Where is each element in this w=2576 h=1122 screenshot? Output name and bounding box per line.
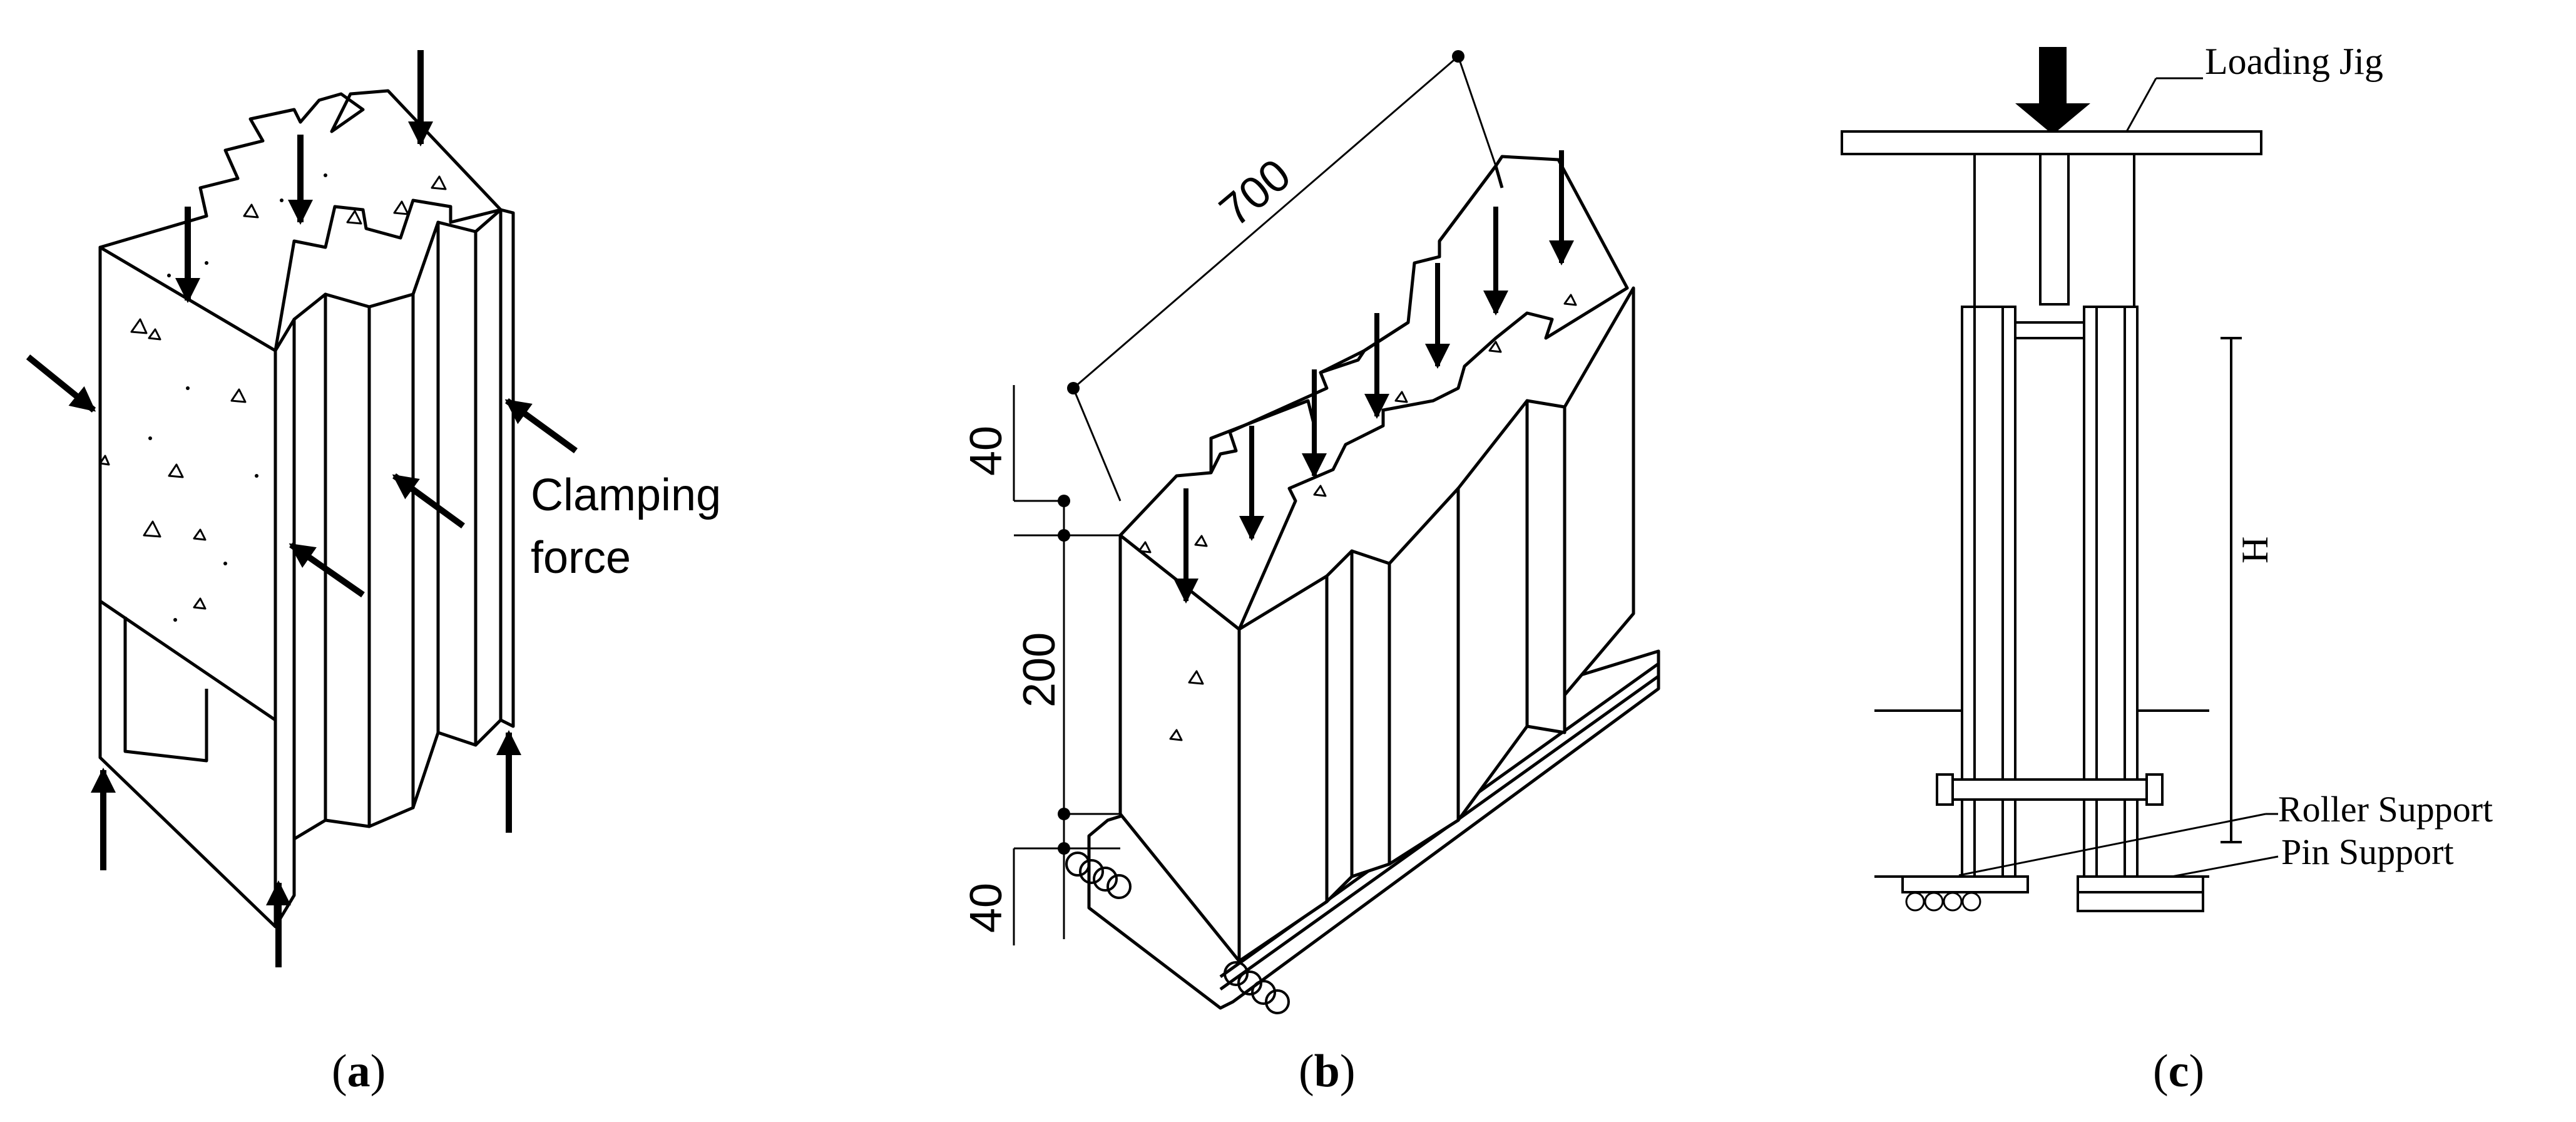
roller-support-plate	[1901, 875, 2029, 893]
dimension-bottom-label: 40	[961, 883, 1011, 933]
loading-jig-beam	[1841, 130, 2262, 155]
panel-b-test-specimen	[1013, 50, 1660, 1014]
roller-support-rollers	[1905, 892, 1981, 912]
dimension-height-label: 200	[1015, 632, 1065, 708]
caption-a: (a)	[332, 1046, 386, 1097]
caption-c: (c)	[2153, 1046, 2204, 1097]
clamping-force-label-line2: force	[531, 533, 631, 583]
pin-support-plate	[2077, 875, 2204, 893]
panel-b-top-surface	[1118, 155, 1629, 631]
roller-support-label: Roller Support	[2278, 789, 2493, 830]
panel-a-sheet-pile-column	[26, 50, 578, 967]
panel-a-front-face	[98, 245, 277, 929]
caption-b: (b)	[1299, 1046, 1355, 1097]
panel-c-test-rig	[1841, 47, 2279, 912]
panel-b-rollers	[1065, 852, 1290, 1014]
dimension-top-label: 40	[961, 426, 1011, 476]
panel-b-dimension-lines	[1013, 55, 1497, 945]
clamping-force-label-line1: Clamping	[531, 470, 721, 520]
height-label: H	[2234, 537, 2276, 564]
panel-c-load-arrow	[2015, 47, 2090, 135]
dimension-length-label: 700	[1210, 150, 1300, 237]
loading-jig-label: Loading Jig	[2205, 41, 2383, 82]
pin-support-label: Pin Support	[2281, 831, 2454, 872]
